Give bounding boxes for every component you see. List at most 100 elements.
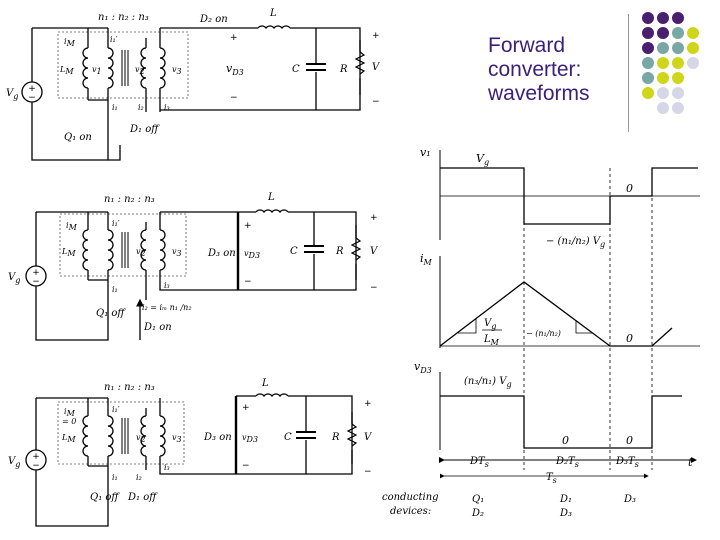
q1-status-2: Q₁ off: [96, 308, 126, 319]
capacitor-label-3: C: [284, 432, 292, 443]
circuit-q1-off-d1-off: Vg n₁ : n₂ : n₃ L C R +V− +− vD3 D₃ on i…: [8, 378, 373, 527]
title-line-2: converter:: [488, 58, 582, 81]
decor-dot: [672, 27, 684, 39]
transformer-box: [57, 31, 189, 99]
vg-source-icon-2: [25, 265, 47, 288]
decor-dot: [687, 27, 699, 39]
i2-equation: i₂ = iₘ n₁ /n₂: [142, 303, 192, 312]
svg-text:−: −: [242, 461, 250, 471]
decor-dot: [642, 72, 654, 84]
lm-label-3: LM: [61, 433, 76, 444]
svg-text:−: −: [370, 283, 378, 293]
v3-label-2: v3: [172, 247, 182, 258]
d1-status: D₁ off: [129, 124, 160, 135]
decor-dot: [657, 42, 669, 54]
svg-text:+: +: [372, 31, 380, 41]
im-slope-down-label: − (n₁/n₂): [526, 329, 561, 338]
i1-prime-label-2: i₁′: [112, 219, 120, 228]
im-slope-up-num: Vg: [484, 318, 496, 331]
output-v-label-2: V: [370, 246, 379, 257]
d2ts-label: D₂Ts: [555, 456, 579, 469]
i3-label-2: i₃: [164, 281, 170, 290]
inductor-label: L: [269, 8, 277, 19]
decor-dot: [657, 57, 669, 69]
i2-label-3: i₂: [136, 473, 142, 482]
vd3-label-2: vD3: [244, 249, 260, 260]
cond-d2: D₂: [471, 508, 484, 519]
v1-zero-label: 0: [626, 182, 633, 195]
vd3-zero-1: 0: [562, 434, 569, 447]
svg-text:+: +: [230, 33, 238, 43]
decor-dot: [642, 27, 654, 39]
waveforms: v₁ Vg 0 − (n₁/n₂) Vg iM Vg LM − (n₁/n₂) …: [382, 146, 700, 519]
v2-label-2: v2: [136, 247, 146, 258]
decor-dot: [642, 57, 654, 69]
vd3-label-3: vD3: [242, 433, 258, 444]
i3-label: i₃: [164, 103, 170, 112]
svg-text:+: +: [242, 403, 250, 413]
inductor-label-2: L: [267, 192, 275, 203]
v1-axis-label: v₁: [420, 146, 431, 159]
q1-status-3: Q₁ off: [90, 492, 120, 503]
im-label-3: iM: [64, 407, 76, 418]
im-slope-up-den: LM: [483, 334, 500, 347]
i1-label-2: i₁: [112, 285, 118, 294]
decor-dot: [657, 72, 669, 84]
v2-label: v2: [135, 65, 145, 76]
i1-label: i₁: [112, 103, 118, 112]
decor-dot: [657, 12, 669, 24]
resistor-label: R: [339, 64, 348, 75]
i2-label: i₂: [138, 103, 144, 112]
vd3-label: vD3: [226, 62, 244, 77]
decor-dot: [657, 102, 669, 114]
vg-source-icon: [21, 81, 43, 104]
im-label-2: iM: [66, 221, 78, 232]
devices-label: devices:: [390, 506, 431, 517]
ts-label: Ts: [546, 472, 557, 485]
svg-text:−: −: [364, 467, 372, 477]
cond-d1: D₁: [559, 494, 572, 505]
resistor-label-3: R: [331, 432, 340, 443]
capacitor-label-2: C: [290, 246, 298, 257]
circuit-q1-on: Vg n₁ : n₂ : n₃ D₂ on L C R +V− +− vD3: [6, 8, 381, 161]
decor-dot: [687, 57, 699, 69]
title-line-1: Forward: [488, 34, 566, 57]
decor-dot: [642, 42, 654, 54]
decor-dot: [672, 12, 684, 24]
title-line-3: waveforms: [488, 82, 590, 105]
cond-q1: Q₁: [472, 494, 484, 505]
im-zero-label-w: 0: [626, 332, 633, 345]
d2-status: D₂ on: [199, 14, 228, 25]
decor-dot: [672, 87, 684, 99]
dts-label: DTs: [469, 456, 489, 469]
d3-status-2: D₃ on: [207, 248, 236, 259]
decor-dot: [657, 27, 669, 39]
turns-ratio-3: n₁ : n₂ : n₃: [104, 382, 155, 393]
slide-title: Forward converter: waveforms: [488, 34, 618, 106]
turns-ratio: n₁ : n₂ : n₃: [98, 12, 149, 23]
im-axis-label: iM: [420, 252, 433, 267]
i1-prime-label: i₁′: [110, 35, 118, 44]
vd3-axis-label: vD3: [414, 360, 432, 375]
cond-d3-2: D₃: [623, 494, 636, 505]
i1-label-3: i₁: [112, 473, 118, 482]
circuit-q1-off-d1-on: Vg n₁ : n₂ : n₃ L C R +V− +− vD3 D₃ on i…: [8, 192, 379, 341]
decor-dot: [687, 42, 699, 54]
output-v-label-3: V: [364, 432, 373, 443]
svg-text:−: −: [372, 97, 380, 107]
vg-source-icon-3: [25, 449, 47, 472]
capacitor-label: C: [292, 64, 300, 75]
v1-high-label: Vg: [476, 152, 489, 167]
title-divider: [628, 14, 629, 132]
svg-text:+: +: [364, 399, 372, 409]
d1-status-2: D₁ on: [143, 322, 172, 333]
inductor-label-3: L: [261, 378, 269, 389]
vg-label: Vg: [6, 88, 18, 101]
v2-label-3: v2: [136, 433, 146, 444]
im-zero-label: = 0: [62, 417, 76, 426]
lm-label: LM: [59, 65, 74, 76]
decor-dot: [672, 57, 684, 69]
decor-dot: [672, 72, 684, 84]
lm-label-2: LM: [61, 247, 76, 258]
